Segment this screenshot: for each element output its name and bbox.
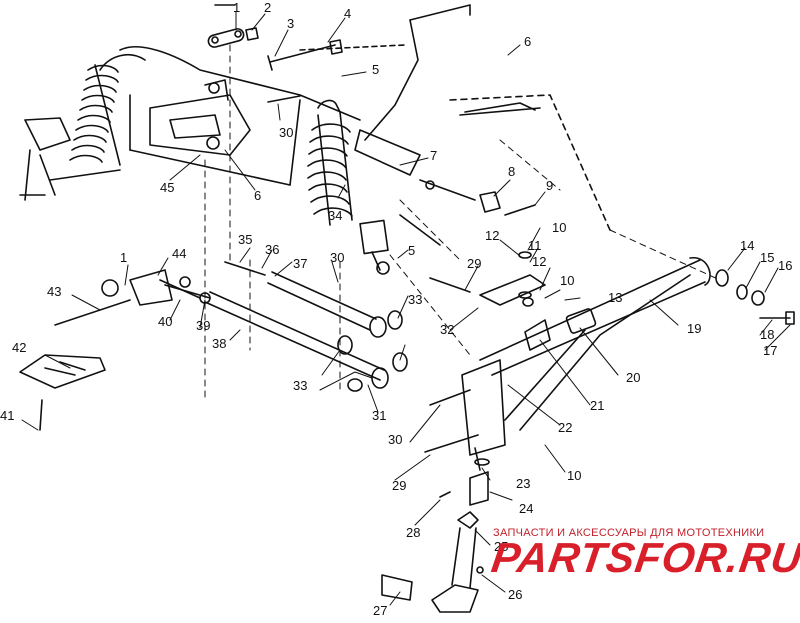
callout-number: 37: [293, 256, 307, 271]
right-hardware: [715, 269, 795, 325]
callout-number: 2: [264, 0, 271, 15]
callout-number: 19: [687, 321, 701, 336]
callout-number: 7: [430, 148, 437, 163]
callout-number: 16: [778, 258, 792, 273]
callout-number: 32: [440, 322, 454, 337]
callout-number: 28: [406, 525, 420, 540]
callout-number: 42: [12, 340, 26, 355]
top-hardware: [207, 27, 343, 71]
callout-number: 35: [238, 232, 252, 247]
callout-number: 1: [120, 250, 127, 265]
callout-number: 38: [212, 336, 226, 351]
callout-number: 27: [373, 603, 387, 618]
frame-outline: [99, 4, 611, 231]
a-arm: [479, 257, 711, 431]
callout-number: 45: [160, 180, 174, 195]
bracket-parts: [429, 251, 546, 307]
bushings: [337, 310, 408, 392]
callout-number: 39: [196, 318, 210, 333]
callout-number: 10: [552, 220, 566, 235]
mount-bracket: [149, 79, 251, 156]
callout-number: 8: [508, 164, 515, 179]
callout-number: 20: [626, 370, 640, 385]
callout-number: 44: [172, 246, 186, 261]
callout-number: 10: [567, 468, 581, 483]
callout-number: 41: [0, 408, 14, 423]
callout-number: 6: [254, 188, 261, 203]
callout-number: 43: [47, 284, 61, 299]
front-shock-absorber: [307, 99, 390, 275]
callout-number: 12: [485, 228, 499, 243]
watermark-logo: PARTSFOR.RU: [488, 534, 800, 581]
callout-number: 26: [508, 587, 522, 602]
callout-number: 33: [293, 378, 307, 393]
callout-number: 12: [532, 254, 546, 269]
callout-number: 23: [516, 476, 530, 491]
callout-number: 29: [392, 478, 406, 493]
callout-number: 22: [558, 420, 572, 435]
callout-number: 30: [279, 125, 293, 140]
callout-number: 14: [740, 238, 754, 253]
rear-shock-absorber: [19, 64, 121, 201]
reference-lines: [204, 44, 721, 399]
tie-rods: [159, 261, 385, 381]
callout-number: 30: [330, 250, 344, 265]
callout-number: 15: [760, 250, 774, 265]
callout-number: 31: [372, 408, 386, 423]
bolt-upper: [267, 95, 301, 103]
callout-number: 30: [388, 432, 402, 447]
callout-number: 5: [408, 243, 415, 258]
left-pivot: [54, 269, 211, 326]
callout-number: 1: [233, 0, 240, 15]
callout-number: 6: [524, 34, 531, 49]
callout-number: 33: [408, 292, 422, 307]
skid-plate: [19, 354, 106, 431]
callout-number: 29: [467, 256, 481, 271]
axle-hardware: [354, 129, 536, 246]
callout-number: 40: [158, 314, 172, 329]
callout-number: 11: [528, 238, 542, 253]
callout-number: 4: [344, 6, 351, 21]
leader-lines: [21, 11, 791, 606]
callout-number: 10: [560, 273, 574, 288]
watermark-tagline: ЗАПЧАСТИ И АКСЕССУАРЫ ДЛЯ МОТОТЕХНИКИ: [493, 527, 765, 539]
callout-number: 13: [608, 290, 622, 305]
callout-number: 25: [494, 539, 508, 554]
callout-number: 3: [287, 16, 294, 31]
callout-number: 9: [546, 178, 553, 193]
callout-number: 34: [328, 208, 342, 223]
ski-spindle: [381, 511, 484, 613]
spindle-bolts: [424, 389, 479, 498]
callout-number: 5: [372, 62, 379, 77]
spindle-assembly: [461, 359, 506, 506]
callout-number: 24: [519, 501, 533, 516]
callout-number: 36: [265, 242, 279, 257]
callout-number: 21: [590, 398, 604, 413]
callout-number: 17: [763, 343, 777, 358]
callout-number: 18: [760, 327, 774, 342]
